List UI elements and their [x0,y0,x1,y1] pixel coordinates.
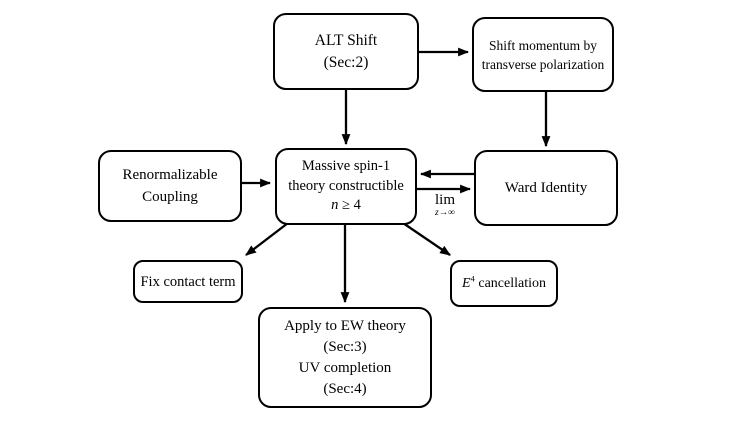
node-fix-contact-term: Fix contact term [133,260,243,303]
limit-label-z-to-infinity: z→∞ [435,208,455,218]
node-alt-shift: ALT Shift(Sec:2) [273,13,419,90]
limit-edge-label: lim z→∞ [423,192,467,219]
node-e4-cancellation: E4 cancellation [450,260,558,307]
arrow-massive-spin1-to-e4-cancellation [402,222,451,256]
limit-label-lim: lim [434,192,455,208]
node-apply-ew: Apply to EW theory(Sec:3)UV completion(S… [258,307,432,408]
arrow-massive-spin1-to-fix-contact-term [245,222,289,256]
node-ward-identity: Ward Identity [474,150,618,226]
